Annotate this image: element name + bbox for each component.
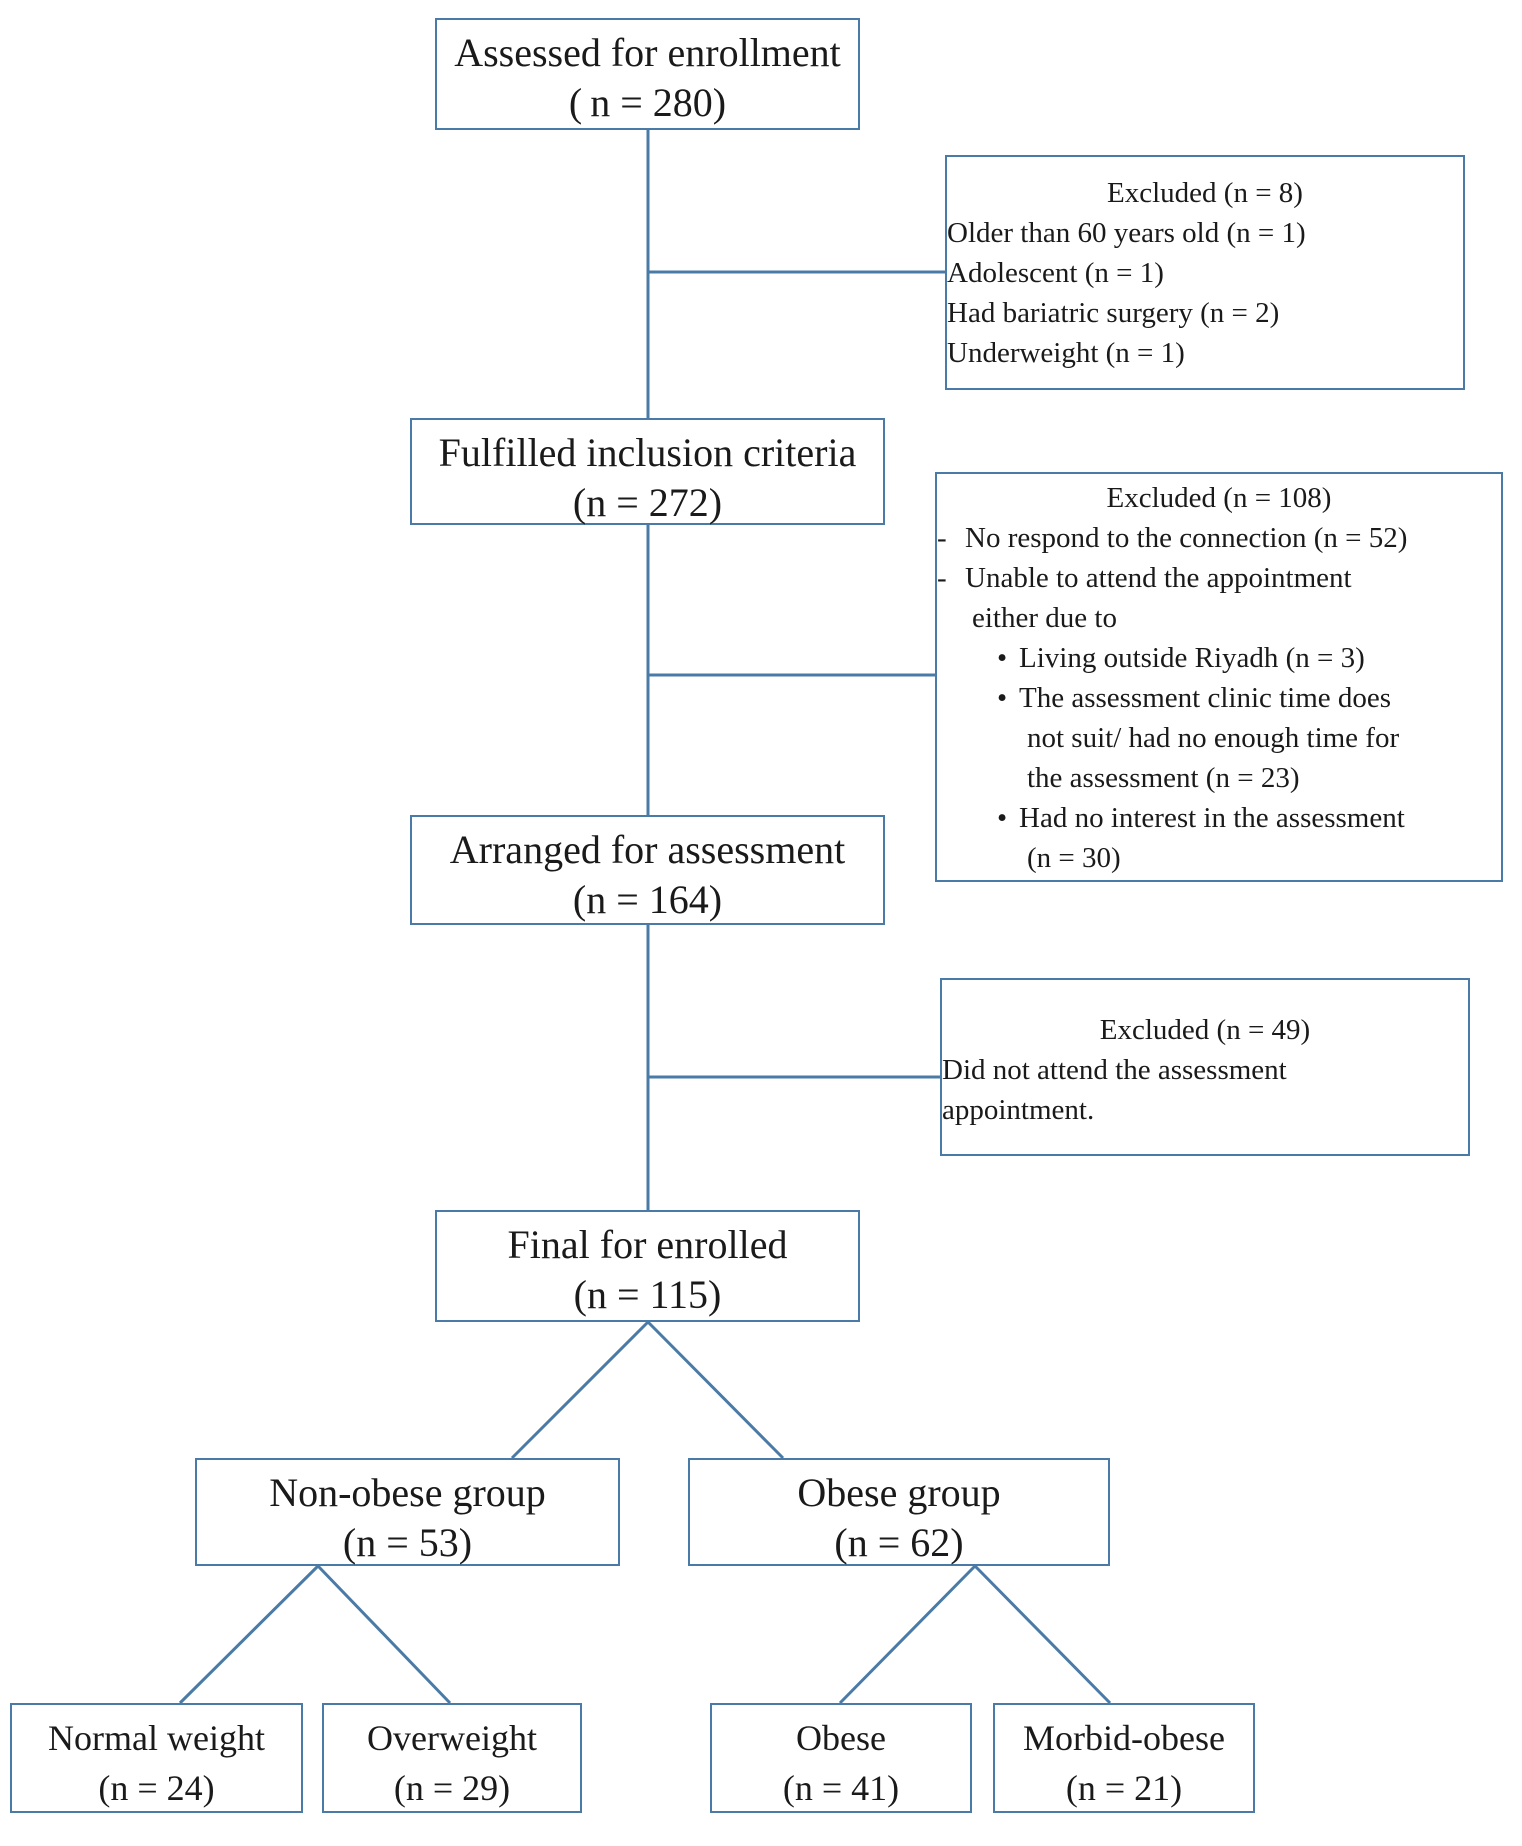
excluded-1-item: Underweight (n = 1) [947,337,1185,369]
split-to-normal [178,1564,320,1705]
excluded-2-bullet-item: •The assessment clinic time does [997,682,1392,714]
excluded-2-title: Excluded (n = 108) [1106,482,1332,514]
excluded-3-line: appointment. [942,1094,1095,1126]
excluded-2-bullet-continuation: (n = 30) [1027,842,1121,874]
enrollment-count: ( n = 280) [568,80,727,125]
split-to-obese-leaf [838,1564,977,1705]
nonobese-title: Non-obese group [269,1470,546,1515]
excluded-3-title: Excluded (n = 49) [1099,1014,1311,1046]
split-to-morbid [973,1564,1112,1705]
enrollment-title: Assessed for enrollment [454,30,841,75]
excluded-1-item: Had bariatric surgery (n = 2) [947,297,1280,329]
excluded-2-bullet-item: •Living outside Riyadh (n = 3) [997,642,1365,674]
excluded-1-item: Older than 60 years old (n = 1) [947,217,1306,249]
final-box: Final for enrolled (n = 115) [435,1210,860,1322]
overweight-count: (n = 29) [393,1768,511,1808]
nonobese-group-box: Non-obese group (n = 53) [195,1458,620,1566]
excluded-2-dash-continuation: either due to [972,602,1117,634]
overweight-box: Overweight (n = 29) [322,1703,582,1813]
arranged-title: Arranged for assessment [449,827,846,872]
arranged-box: Arranged for assessment (n = 164) [410,815,885,925]
morbid-obese-box: Morbid-obese (n = 21) [993,1703,1255,1813]
excluded-1-item: Adolescent (n = 1) [947,257,1164,289]
nonobese-count: (n = 53) [342,1520,473,1565]
obese-title: Obese [796,1718,886,1758]
inclusion-count: (n = 272) [572,480,723,525]
final-count: (n = 115) [573,1272,722,1317]
excluded-box-1: Excluded (n = 8) Older than 60 years old… [945,155,1465,390]
arranged-count: (n = 164) [572,877,723,922]
excluded-1-title: Excluded (n = 8) [1107,177,1303,209]
inclusion-box: Fulfilled inclusion criteria (n = 272) [410,418,885,525]
morbid-obese-count: (n = 21) [1065,1768,1183,1808]
enrollment-box: Assessed for enrollment ( n = 280) [435,18,860,130]
normal-weight-count: (n = 24) [98,1768,215,1808]
excluded-2-dash-item: -No respond to the connection (n = 52) [937,522,1408,554]
split-to-overweight [316,1564,452,1705]
excluded-2-bullet-continuation: not suit/ had no enough time for [1027,722,1400,754]
obese-count: (n = 41) [782,1768,900,1808]
split-to-obese [646,1320,785,1460]
excluded-2-bullet-continuation: the assessment (n = 23) [1027,762,1300,794]
normal-weight-box: Normal weight (n = 24) [10,1703,303,1813]
normal-weight-title: Normal weight [48,1718,265,1758]
obese-group-box: Obese group (n = 62) [688,1458,1110,1566]
split-to-nonobese [510,1320,650,1460]
excluded-2-bullet-item: •Had no interest in the assessment [997,802,1405,834]
obese-group-count: (n = 62) [834,1520,964,1565]
obese-group-title: Obese group [797,1470,1001,1515]
excluded-box-2: Excluded (n = 108) -No respond to the co… [935,472,1503,882]
morbid-obese-title: Morbid-obese [1023,1718,1225,1758]
inclusion-title: Fulfilled inclusion criteria [438,430,857,475]
final-title: Final for enrolled [507,1222,788,1267]
excluded-2-dash-item: -Unable to attend the appointment [937,562,1352,594]
overweight-title: Overweight [367,1718,537,1758]
excluded-box-3: Excluded (n = 49) Did not attend the ass… [940,978,1470,1156]
obese-box: Obese (n = 41) [710,1703,972,1813]
excluded-3-line: Did not attend the assessment [942,1054,1287,1086]
